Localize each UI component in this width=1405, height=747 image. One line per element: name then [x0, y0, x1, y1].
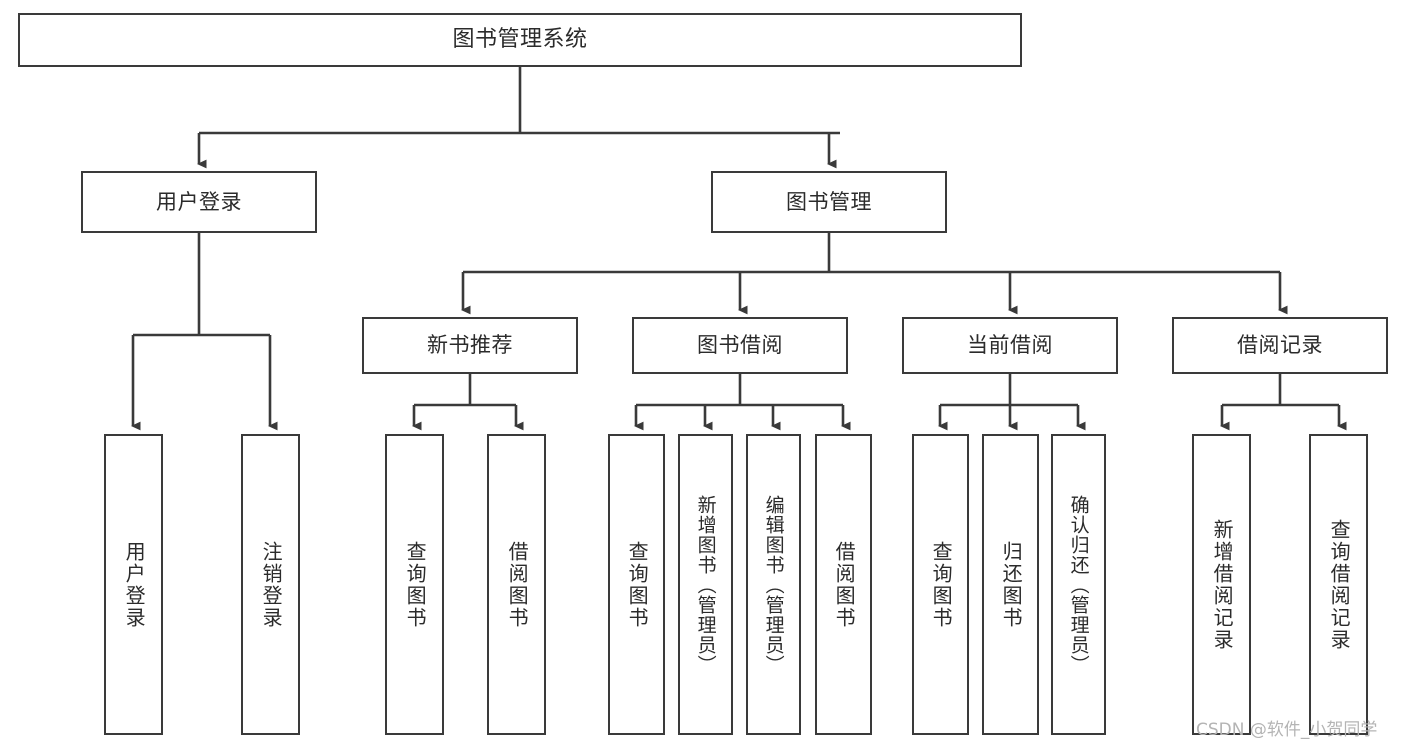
node-label: 用户登录 [122, 540, 147, 629]
leaf-query-book-borrow[interactable]: 查询图书 [608, 434, 665, 735]
node-label: 注销登录 [259, 540, 284, 629]
node-label: 图书借阅 [697, 333, 783, 358]
node-label: 新增借阅记录 [1210, 518, 1235, 651]
node-label: 编辑图书（管理员） [762, 494, 785, 675]
node-label: 当前借阅 [967, 333, 1053, 358]
leaf-borrow-book-recommend[interactable]: 借阅图书 [487, 434, 546, 735]
node-label: 查询图书 [929, 540, 954, 629]
node-label: 查询图书 [403, 540, 428, 629]
node-label: 借阅图书 [832, 540, 857, 629]
node-current-borrow[interactable]: 当前借阅 [902, 317, 1118, 374]
leaf-add-book-admin[interactable]: 新增图书（管理员） [678, 434, 733, 735]
node-book-management[interactable]: 图书管理 [711, 171, 947, 233]
leaf-logout-login[interactable]: 注销登录 [241, 434, 300, 735]
node-label: 确认归还（管理员） [1067, 494, 1090, 675]
node-label: 查询借阅记录 [1327, 518, 1352, 651]
node-root-system[interactable]: 图书管理系统 [18, 13, 1022, 67]
leaf-confirm-return-admin[interactable]: 确认归还（管理员） [1051, 434, 1106, 735]
leaf-query-book-current[interactable]: 查询图书 [912, 434, 969, 735]
leaf-add-borrow-record[interactable]: 新增借阅记录 [1192, 434, 1251, 735]
leaf-query-borrow-record[interactable]: 查询借阅记录 [1309, 434, 1368, 735]
leaf-return-book[interactable]: 归还图书 [982, 434, 1039, 735]
node-label: 图书管理 [786, 189, 872, 214]
node-label: 借阅记录 [1237, 333, 1323, 358]
node-label: 图书管理系统 [452, 27, 588, 53]
leaf-edit-book-admin[interactable]: 编辑图书（管理员） [746, 434, 801, 735]
node-label: 用户登录 [156, 189, 242, 214]
leaf-borrow-book[interactable]: 借阅图书 [815, 434, 872, 735]
node-label: 归还图书 [999, 540, 1024, 629]
node-book-borrow[interactable]: 图书借阅 [632, 317, 848, 374]
node-user-login[interactable]: 用户登录 [81, 171, 317, 233]
leaf-query-book-recommend[interactable]: 查询图书 [385, 434, 444, 735]
leaf-user-login[interactable]: 用户登录 [104, 434, 163, 735]
node-label: 借阅图书 [505, 540, 530, 629]
node-label: 新书推荐 [427, 333, 513, 358]
node-new-book-recommend[interactable]: 新书推荐 [362, 317, 578, 374]
node-label: 查询图书 [625, 540, 650, 629]
csdn-watermark: CSDN @软件_小贺同学 [1196, 720, 1378, 740]
node-label: 新增图书（管理员） [694, 494, 717, 675]
node-borrow-record[interactable]: 借阅记录 [1172, 317, 1388, 374]
